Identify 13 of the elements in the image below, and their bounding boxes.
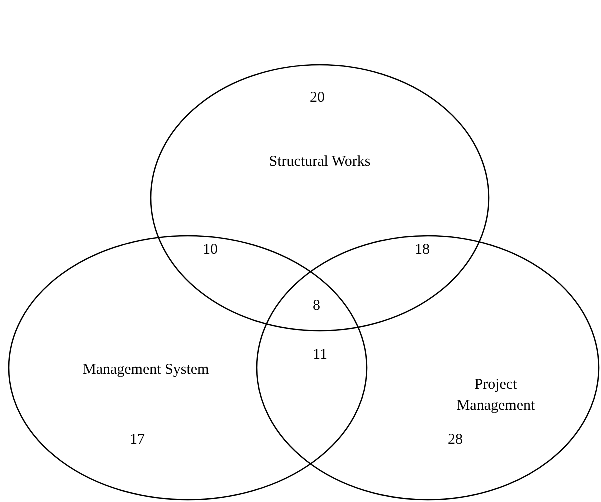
count-number: 17 [130, 431, 145, 449]
count-number: 10 [203, 241, 218, 259]
venn-ellipse [8, 235, 368, 501]
count-number: 28 [448, 431, 463, 449]
count-number: 20 [310, 89, 325, 107]
set-label: Management System [83, 361, 210, 380]
venn-ellipse [150, 64, 490, 332]
set-label: Structural Works [268, 153, 372, 172]
count-number: 18 [415, 241, 430, 259]
set-label: Project Management [456, 376, 536, 416]
count-number: 11 [313, 346, 328, 364]
count-number: 8 [313, 297, 320, 315]
venn-ellipse [256, 235, 600, 501]
